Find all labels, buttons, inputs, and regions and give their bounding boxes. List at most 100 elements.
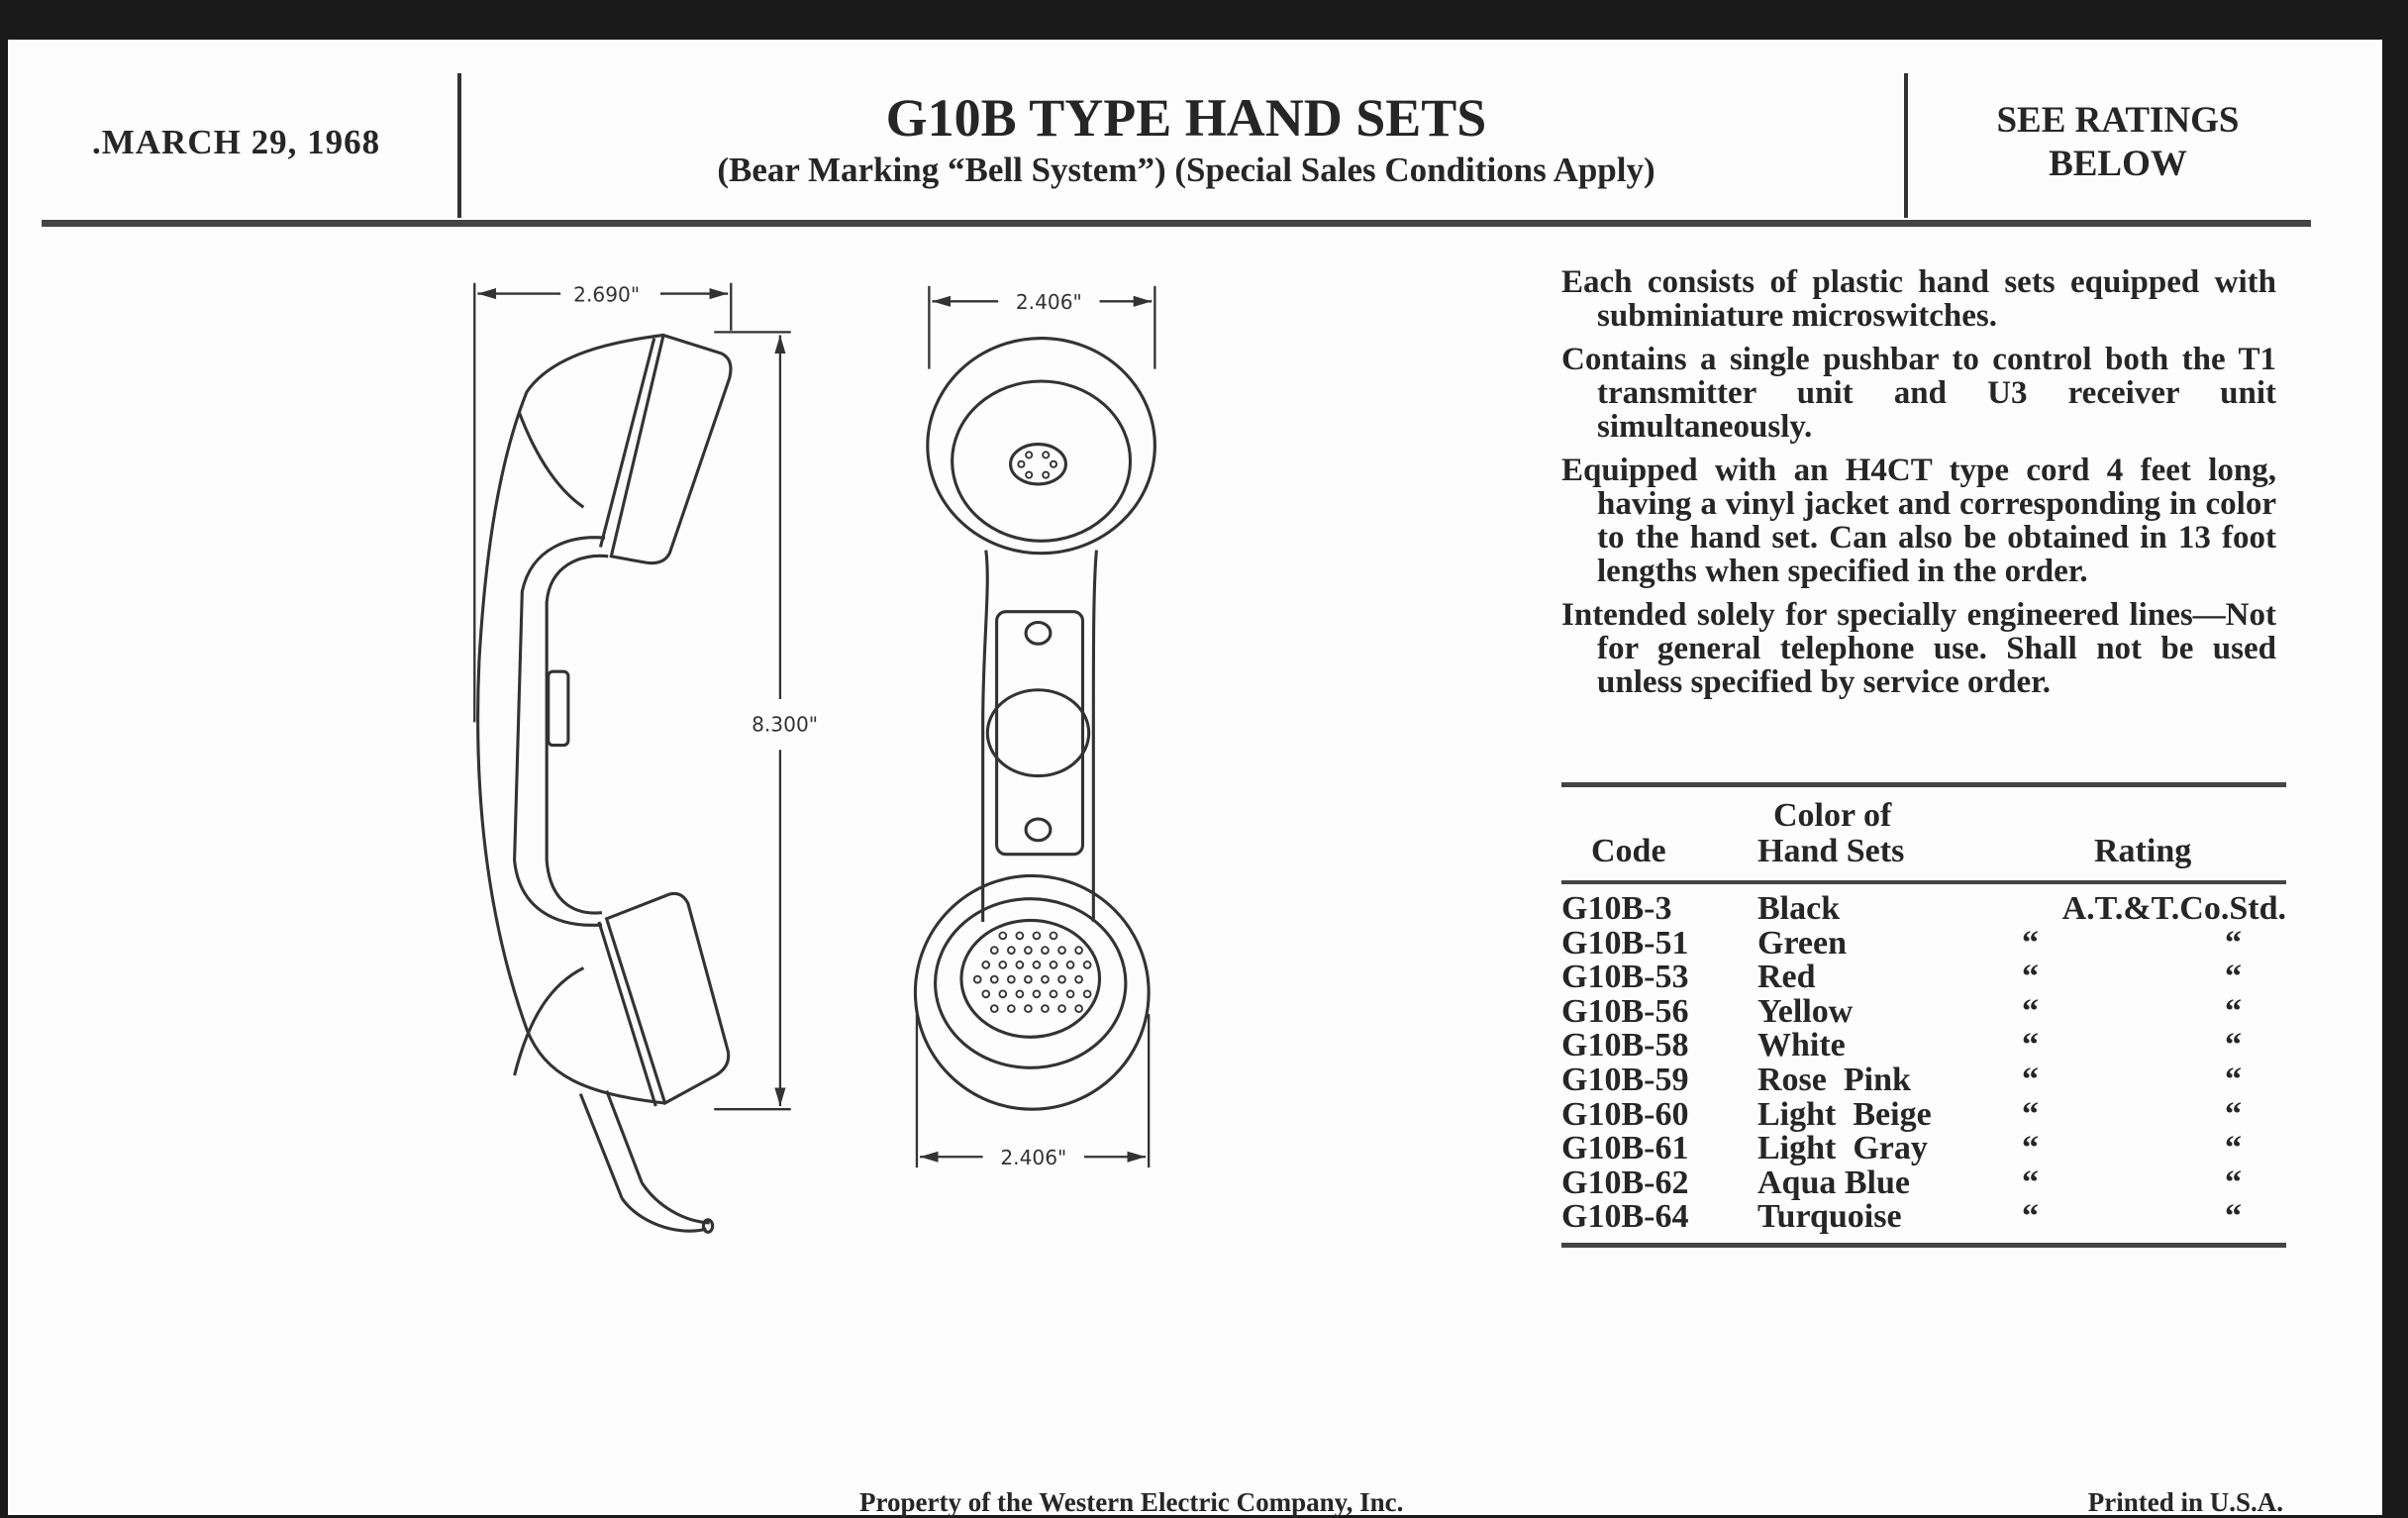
cell-code: G10B-62 xyxy=(1561,1164,1689,1201)
mic-hole xyxy=(1024,946,1033,955)
description-paragraph: Each consists of plastic hand sets equip… xyxy=(1561,264,2276,334)
ratings-note-line: BELOW xyxy=(2049,144,2187,184)
cell-color: Turquoise xyxy=(1757,1198,1902,1236)
mic-hole xyxy=(1057,974,1066,984)
mic-hole xyxy=(1074,974,1083,984)
side-width-label: 2.690" xyxy=(573,282,640,306)
cell-rating-ditto: “ xyxy=(2225,1061,2242,1098)
table-rule xyxy=(1561,880,2286,884)
cell-color: White xyxy=(1757,1027,1846,1064)
cell-rating-ditto: “ xyxy=(2022,959,2039,996)
page-title: G10B TYPE HAND SETS xyxy=(885,88,1487,148)
issue-date: .MARCH 29, 1968 xyxy=(92,123,381,161)
cell-rating-ditto: “ xyxy=(2225,1027,2242,1064)
cell-code: G10B-59 xyxy=(1561,1061,1689,1098)
cell-rating-ditto: “ xyxy=(2022,1130,2039,1167)
mic-hole xyxy=(1041,974,1050,984)
mic-hole xyxy=(998,931,1008,941)
cell-color: Yellow xyxy=(1757,992,1854,1030)
description-paragraph: Equipped with an H4CT type cord 4 feet l… xyxy=(1561,453,2276,589)
header-color: Hand Sets xyxy=(1757,833,1905,869)
mic-hole xyxy=(1049,931,1058,941)
mic-hole xyxy=(1041,1004,1050,1013)
mic-hole xyxy=(972,974,982,984)
cell-rating-ditto: “ xyxy=(2022,1198,2039,1236)
mic-hole xyxy=(998,989,1008,999)
front-top-width-label: 2.406" xyxy=(1016,290,1082,314)
mic-hole xyxy=(1015,961,1025,969)
mic-hole xyxy=(1049,989,1058,999)
mic-hole xyxy=(1065,989,1075,999)
ratings-note: SEE RATINGS BELOW xyxy=(1914,99,2322,186)
cell-rating-ditto: “ xyxy=(2225,1164,2242,1201)
mic-hole xyxy=(1032,931,1042,941)
cell-rating-ditto: “ xyxy=(2225,1130,2242,1167)
mic-hole xyxy=(1057,946,1066,955)
cell-color: Light Beige xyxy=(1757,1095,1932,1133)
mic-hole xyxy=(1049,961,1058,969)
mic-hole xyxy=(981,989,991,999)
cell-rating-ditto: “ xyxy=(2022,1061,2039,1098)
cell-code: G10B-3 xyxy=(1561,890,1672,927)
mic-hole xyxy=(1007,1004,1016,1013)
cell-color: Green xyxy=(1757,924,1848,961)
mic-hole xyxy=(1074,946,1083,955)
cell-rating-ditto: “ xyxy=(2225,1198,2242,1236)
cell-color: Aqua Blue xyxy=(1757,1164,1910,1201)
cell-color: Red xyxy=(1757,959,1816,996)
cell-rating-ditto: “ xyxy=(2022,1027,2039,1064)
cell-rating-ditto: “ xyxy=(2022,992,2039,1030)
cell-code: G10B-51 xyxy=(1561,924,1689,961)
cell-color: Light Gray xyxy=(1757,1130,1928,1167)
table-row: G10B-59 Rose Pink “ “ xyxy=(1561,1063,2286,1098)
cell-rating-ditto: “ xyxy=(2022,924,2039,961)
footer-printed: Printed in U.S.A. xyxy=(2087,1487,2283,1517)
mic-hole xyxy=(1057,1004,1066,1013)
description: Each consists of plastic hand sets equip… xyxy=(1561,265,2276,709)
cell-rating-ditto: “ xyxy=(2225,924,2242,961)
mic-hole xyxy=(1032,961,1042,969)
mic-hole xyxy=(1065,961,1075,969)
table-rule xyxy=(1561,1242,2286,1248)
mic-hole xyxy=(1007,946,1016,955)
mic-hole xyxy=(1074,1004,1083,1013)
header-divider xyxy=(457,73,461,218)
mic-hole xyxy=(1024,1004,1033,1013)
mic-hole xyxy=(1041,946,1050,955)
header-rule xyxy=(42,220,2311,227)
mic-hole xyxy=(998,961,1008,969)
mic-hole xyxy=(1082,961,1092,969)
mic-hole xyxy=(981,961,991,969)
cell-code: G10B-56 xyxy=(1561,992,1689,1030)
table-row: G10B-61 Light Gray “ “ xyxy=(1561,1132,2286,1166)
mic-hole xyxy=(1015,989,1025,999)
table-rule xyxy=(1561,782,2286,787)
footer-property: Property of the Western Electric Company… xyxy=(859,1487,1404,1517)
mic-hole xyxy=(1015,931,1025,941)
cell-rating: A.T.&T.Co.Std. xyxy=(2061,890,2286,927)
cell-color: Rose Pink xyxy=(1757,1061,1911,1098)
table-row: G10B-60 Light Beige “ “ xyxy=(1561,1095,2286,1133)
cell-rating-ditto: “ xyxy=(2022,1095,2039,1133)
description-paragraph: Contains a single pushbar to control bot… xyxy=(1561,342,2276,445)
cell-code: G10B-61 xyxy=(1561,1130,1689,1167)
mic-hole xyxy=(989,946,999,955)
cell-code: G10B-58 xyxy=(1561,1027,1689,1064)
cell-code: G10B-60 xyxy=(1561,1095,1689,1133)
page-subtitle: (Bear Marking “Bell System”) (Special Sa… xyxy=(717,151,1656,189)
header-code: Code xyxy=(1591,833,1666,869)
spec-sheet: 2.690" 8.300" xyxy=(8,40,2382,1517)
cell-color: Black xyxy=(1757,890,1841,927)
front-view-handset: 2.406" 2.406" xyxy=(913,285,1156,1169)
header-rating: Rating xyxy=(2094,833,2192,869)
header-color: Color of xyxy=(1773,797,1892,834)
mic-hole xyxy=(1007,974,1016,984)
mic-hole xyxy=(989,974,999,984)
table-header: Code Color of Hand Sets Rating xyxy=(1561,787,2286,880)
cell-rating-ditto: “ xyxy=(2225,1095,2242,1133)
